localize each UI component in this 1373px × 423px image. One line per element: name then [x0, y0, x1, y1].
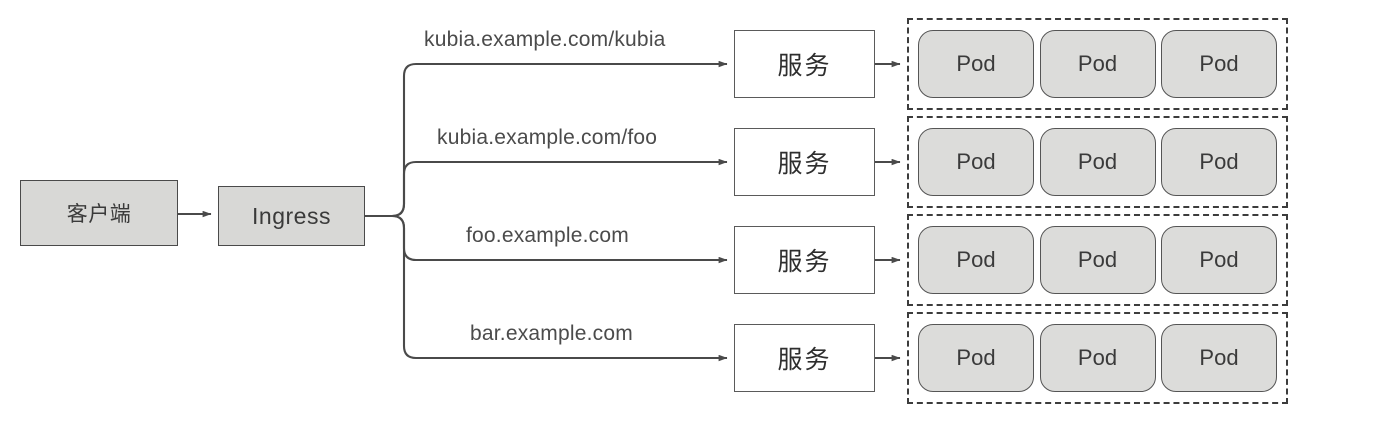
pod-label: Pod: [1199, 149, 1239, 174]
route-label-1: kubia.example.com/foo: [437, 126, 658, 149]
service-node-1: 服务: [734, 128, 875, 196]
service-label-0: 服务: [777, 52, 832, 80]
route-label-0: kubia.example.com/kubia: [424, 28, 666, 51]
route-label-3: bar.example.com: [470, 322, 633, 345]
pod-node: Pod: [918, 324, 1034, 392]
pod-node: Pod: [1161, 226, 1277, 294]
service-label-2: 服务: [777, 248, 832, 276]
pod-label: Pod: [1077, 51, 1118, 76]
pod-label: Pod: [1199, 51, 1239, 76]
pod-node: Pod: [1039, 226, 1156, 294]
pod-node: Pod: [1161, 128, 1277, 196]
pod-label: Pod: [1077, 345, 1118, 370]
client-label: 客户端: [66, 203, 132, 226]
pod-node: Pod: [1161, 30, 1277, 98]
route-label-2: foo.example.com: [466, 224, 629, 247]
pod-group-0: Pod Pod Pod: [907, 18, 1288, 110]
pod-node: Pod: [918, 226, 1034, 294]
pod-node: Pod: [1161, 324, 1277, 392]
ingress-label: Ingress: [252, 202, 331, 229]
pod-label: Pod: [1077, 247, 1118, 272]
pod-node: Pod: [918, 30, 1034, 98]
pod-group-3: Pod Pod Pod: [907, 312, 1288, 404]
pod-node: Pod: [1039, 324, 1156, 392]
pod-node: Pod: [1039, 128, 1156, 196]
client-node: 客户端: [20, 180, 178, 246]
edge-route-1: [391, 158, 728, 218]
pod-label: Pod: [956, 51, 996, 76]
pod-group-1: Pod Pod Pod: [907, 116, 1288, 208]
pod-group-2: Pod Pod Pod: [907, 214, 1288, 306]
service-node-2: 服务: [734, 226, 875, 294]
pod-node: Pod: [1039, 30, 1156, 98]
pod-node: Pod: [918, 128, 1034, 196]
service-label-3: 服务: [777, 346, 832, 374]
pod-label: Pod: [1077, 149, 1118, 174]
service-label-1: 服务: [777, 150, 832, 178]
service-node-0: 服务: [734, 30, 875, 98]
pod-label: Pod: [1199, 345, 1239, 370]
pod-label: Pod: [1199, 247, 1239, 272]
service-node-3: 服务: [734, 324, 875, 392]
ingress-node: Ingress: [218, 186, 365, 246]
pod-label: Pod: [956, 247, 996, 272]
pod-label: Pod: [956, 149, 996, 174]
pod-label: Pod: [956, 345, 996, 370]
